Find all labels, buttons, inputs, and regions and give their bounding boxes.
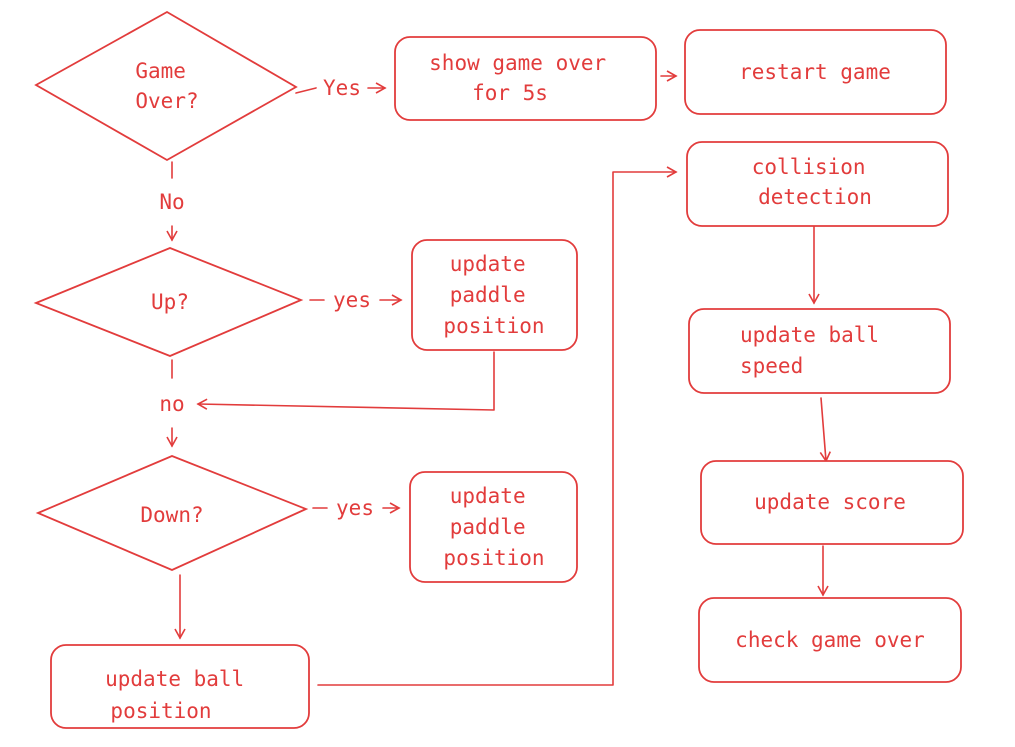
collision-detection-label: collision detection (752, 155, 878, 209)
process-box-update-paddle-up (411, 239, 578, 351)
process-box-update-paddle-down (409, 471, 578, 583)
game-over-label: Game Over? (135, 59, 198, 113)
update-ball-speed-label: update ball speed (740, 323, 892, 378)
edge-ball-position-to-collision (317, 166, 678, 686)
decision-diamond-game-over (34, 10, 298, 162)
show-game-over-label: show game over for 5s (429, 51, 619, 105)
decision-diamond-up (33, 247, 304, 357)
process-box-restart-game (684, 29, 947, 115)
restart-game-label: restart game (739, 60, 891, 84)
node-collision-detection: collision detection (686, 141, 949, 227)
edge-label-game-over-no: No (159, 190, 184, 214)
process-box-update-score (700, 460, 964, 545)
connectors (166, 70, 832, 686)
update-paddle-up-label: update paddle position (443, 252, 544, 338)
edge-label-down-yes: yes (336, 496, 374, 520)
process-box-show-game-over (394, 36, 657, 121)
node-check-game-over: check game over (698, 597, 962, 683)
check-game-over-label: check game over (735, 628, 925, 652)
edge-label-up-yes: yes (333, 288, 371, 312)
process-box-check-game-over (698, 597, 962, 683)
decision-diamond-down (35, 455, 309, 571)
edge-label-game-over-yes: Yes (323, 76, 361, 100)
node-update-ball-speed: update ball speed (688, 308, 951, 394)
node-show-game-over: show game over for 5s (394, 36, 657, 121)
edge-label-up-no: no (159, 392, 184, 416)
node-update-score: update score (700, 460, 964, 545)
node-down-decision: Down? (35, 455, 309, 571)
node-update-ball-position: update ball position (50, 644, 310, 729)
edge-gameover-yes-line (295, 87, 317, 94)
process-box-update-ball-position (50, 644, 310, 729)
node-update-paddle-up: update paddle position (411, 239, 578, 351)
down-label: Down? (140, 503, 203, 527)
process-box-collision-detection (686, 141, 949, 227)
node-up-decision: Up? (33, 247, 304, 357)
node-game-over-decision: Game Over? (34, 10, 298, 162)
update-ball-position-label: update ball position (105, 667, 257, 723)
update-score-label: update score (754, 490, 906, 514)
up-label: Up? (151, 290, 189, 314)
node-restart-game: restart game (684, 29, 947, 115)
edge-paddle-back-to-no (196, 351, 495, 411)
node-update-paddle-down: update paddle position (409, 471, 578, 583)
process-box-update-ball-speed (688, 308, 951, 394)
edge-speed-to-score (819, 397, 832, 463)
update-paddle-down-label: update paddle position (443, 484, 544, 570)
